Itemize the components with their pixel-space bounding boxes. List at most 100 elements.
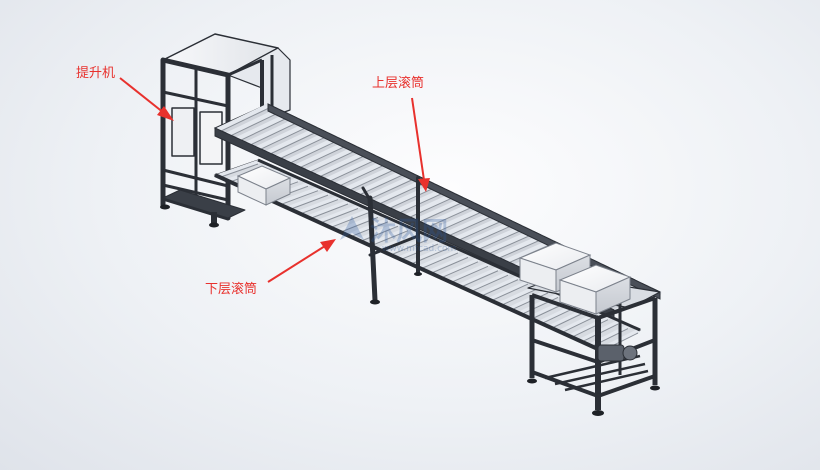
roller <box>519 293 560 315</box>
roller-shadow <box>430 256 469 275</box>
label-elevator: 提升机 <box>76 66 116 81</box>
lower-rollers <box>216 160 640 352</box>
roller <box>367 226 410 247</box>
motor <box>597 344 625 362</box>
roller <box>484 229 535 255</box>
roller <box>438 257 480 279</box>
roller <box>424 201 476 228</box>
roller <box>357 222 400 242</box>
roller-shadow <box>446 215 494 238</box>
roller <box>285 136 339 165</box>
roller <box>327 208 370 229</box>
roller-shadow <box>349 221 389 238</box>
roller-shadow <box>298 199 339 215</box>
roller-shadow <box>337 164 386 188</box>
arrow-head-icon <box>157 106 174 121</box>
roller-shadow <box>347 168 396 192</box>
roller-shadow <box>237 117 288 143</box>
watermark-text: 沐风网 <box>370 217 448 247</box>
roller-shadow <box>369 230 409 247</box>
roller <box>478 275 520 297</box>
roller <box>215 103 271 133</box>
roller-shadow <box>561 314 599 334</box>
roller-shadow <box>267 131 318 156</box>
carton-upper-2 <box>558 264 632 315</box>
roller-shadow <box>426 206 474 228</box>
roller <box>444 211 496 237</box>
roller <box>334 159 388 187</box>
roller-shadow <box>317 154 366 179</box>
foot <box>592 410 604 416</box>
roller-shadow <box>287 140 337 165</box>
roller-shadow <box>327 159 376 183</box>
roller-shadow <box>217 163 259 179</box>
roller <box>275 131 330 160</box>
roller-shadow <box>480 279 519 297</box>
roller <box>296 195 340 215</box>
arrow-head-icon <box>418 178 430 192</box>
roller-shadow <box>389 239 429 256</box>
roller <box>315 150 369 178</box>
roller-shadow <box>297 145 347 170</box>
roller <box>414 197 466 223</box>
carton-lower <box>236 165 292 206</box>
roller <box>488 280 530 301</box>
roller <box>468 271 510 292</box>
roller-shadow <box>466 224 513 247</box>
upper-front-rail <box>214 127 615 319</box>
annotation-arrows <box>119 77 430 283</box>
roller <box>364 173 418 201</box>
roller-shadow <box>486 234 533 256</box>
roller <box>494 234 545 260</box>
roller-shadow <box>359 225 399 243</box>
watermark-logo-icon <box>340 216 364 240</box>
roller <box>347 217 390 238</box>
roller-shadow <box>277 136 327 161</box>
roller-shadow <box>308 203 349 220</box>
roller <box>225 108 281 138</box>
watermark: 沐风网 www.mfcad.com <box>340 216 456 254</box>
roller-shadow <box>318 208 359 224</box>
roller <box>344 164 398 192</box>
roller <box>474 225 525 251</box>
roller-shadow <box>247 122 298 147</box>
roller-shadow <box>367 178 415 201</box>
roller-shadow <box>476 229 523 251</box>
roller-shadow <box>416 201 464 224</box>
roller-shadow <box>396 192 445 215</box>
label-lower-roller: 下层滚筒 <box>205 282 258 297</box>
middle-support <box>361 176 420 303</box>
roller <box>276 186 320 206</box>
roller <box>286 191 330 210</box>
roller-shadow <box>571 319 609 338</box>
foot <box>414 272 422 276</box>
roller-shadow <box>500 288 539 306</box>
roller <box>324 154 379 183</box>
roller <box>245 117 300 147</box>
roller-shadow <box>440 261 479 279</box>
roller-shadow <box>456 220 503 242</box>
roller <box>404 192 457 219</box>
roller-shadow <box>450 265 489 284</box>
foot <box>209 222 219 228</box>
roller-shadow <box>217 108 269 133</box>
foot <box>370 299 380 305</box>
roller <box>454 215 506 242</box>
foot <box>527 378 537 384</box>
roller-shadow <box>288 194 329 211</box>
roller <box>235 112 291 142</box>
foot <box>650 385 660 391</box>
roller <box>265 126 320 156</box>
roller <box>464 220 515 246</box>
roller <box>306 200 350 219</box>
roller <box>428 253 470 274</box>
roller <box>387 235 430 256</box>
roller-shadow <box>406 196 454 219</box>
roller-shadow <box>227 112 278 138</box>
label-upper-roller: 上层滚筒 <box>372 76 425 91</box>
roller-shadow <box>386 187 435 210</box>
roller <box>377 231 420 251</box>
roller-shadow <box>436 210 484 233</box>
roller <box>394 187 447 214</box>
